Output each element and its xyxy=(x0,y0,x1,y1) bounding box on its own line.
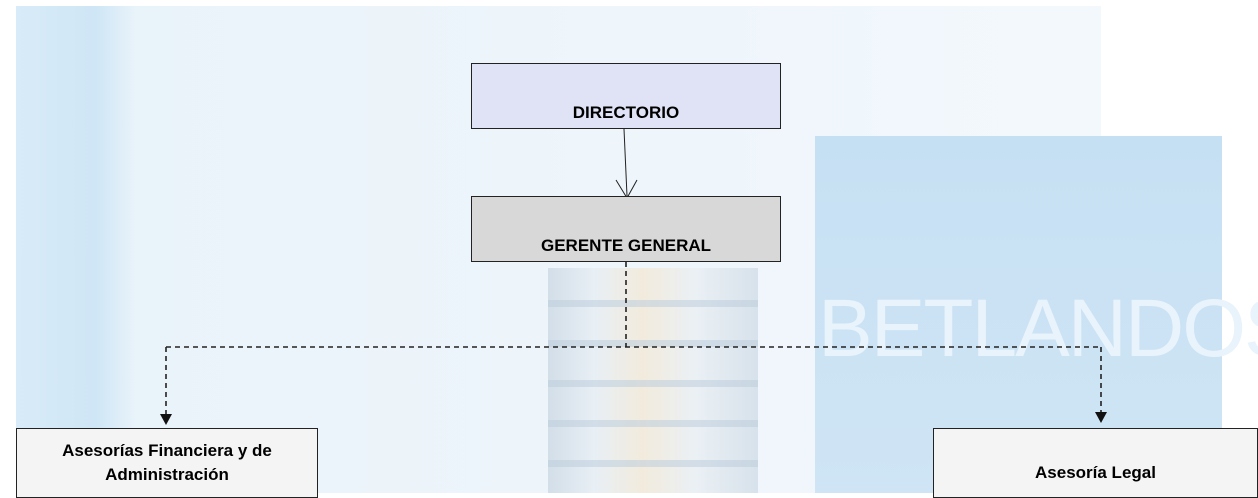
node-asesoria-legal: Asesoría Legal xyxy=(933,428,1258,498)
node-asesorias-financiera: Asesorías Financiera y de Administración xyxy=(16,428,318,498)
edge-gerente-branches xyxy=(165,262,1102,414)
node-label: Asesorías Financiera y de Administración xyxy=(62,441,272,484)
building-stripe xyxy=(548,420,758,427)
node-label: Asesoría Legal xyxy=(1035,463,1156,482)
building-stripe xyxy=(548,380,758,387)
edge-directorio-gerente xyxy=(615,128,638,199)
node-gerente-general: GERENTE GENERAL xyxy=(471,196,781,262)
arrowhead-finanzas xyxy=(160,414,172,425)
node-label: DIRECTORIO xyxy=(572,103,680,122)
edge-line xyxy=(623,128,628,197)
building-stripe xyxy=(548,340,758,347)
arrowhead-legal xyxy=(1095,412,1107,423)
node-label: GERENTE GENERAL xyxy=(540,236,712,255)
node-directorio: DIRECTORIO xyxy=(471,63,781,129)
building-stripe xyxy=(548,460,758,467)
watermark-logo-text: BETLANDOS xyxy=(818,283,1258,374)
building-stripe xyxy=(548,300,758,307)
